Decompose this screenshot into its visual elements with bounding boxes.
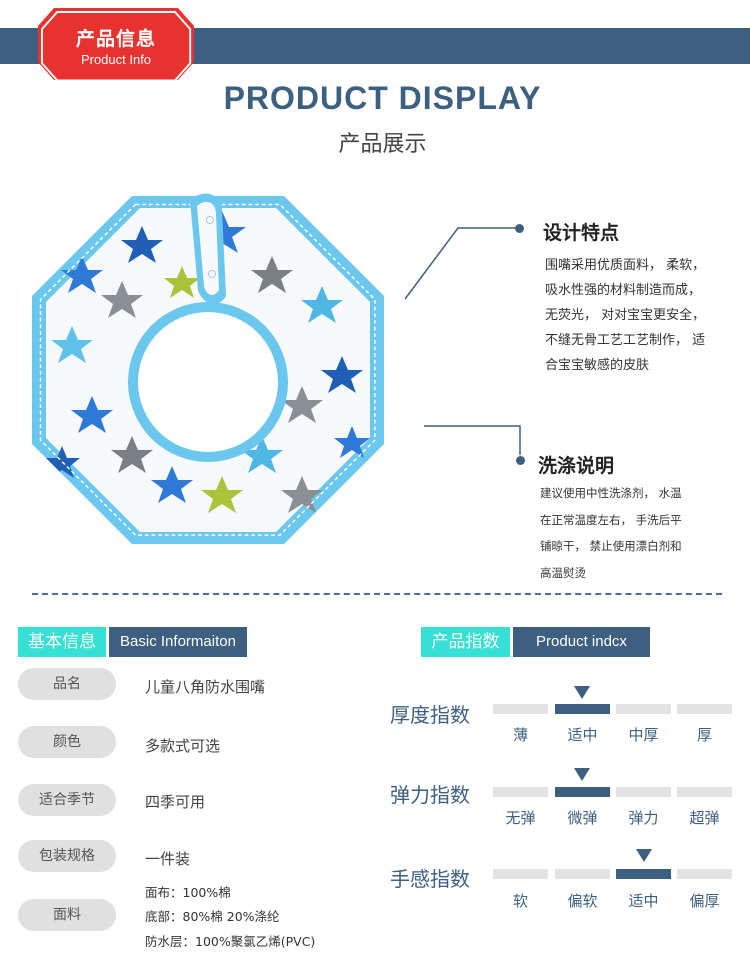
spec-key-color: 颜色 [18, 726, 116, 758]
thickness-scale-segment [616, 704, 671, 714]
thickness-scale-segment-selected [555, 704, 610, 714]
thickness-scale-segment [493, 704, 548, 714]
elasticity-option: 微弹 [567, 809, 598, 827]
handfeel-scale-segment [677, 869, 732, 879]
design-line: 合宝宝敏感的皮肤 [545, 358, 650, 373]
selected-arrow-icon [574, 768, 590, 781]
handfeel-option: 软 [512, 892, 528, 910]
handfeel-scale-segment [493, 869, 548, 879]
spec-key-name: 品名 [18, 668, 116, 700]
wash-line: 在正常温度左右， 手洗后平 [540, 512, 682, 527]
badge-title-en: Product Info [80, 52, 152, 67]
elasticity-scale-segment [616, 787, 671, 797]
elasticity-scale-segment [677, 787, 732, 797]
design-line: 不缝无骨工艺工艺制作， 适 [545, 333, 706, 348]
wash-line: 铺晾干， 禁止使用漂白剂和 [540, 539, 682, 553]
handfeel-index-label: 手感指数 [390, 867, 470, 891]
design-line: 围嘴采用优质面料， 柔软， [545, 258, 706, 273]
handfeel-scale-segment [555, 869, 610, 879]
wash-line: 建议使用中性洗涤剂， 水温 [540, 486, 682, 500]
thickness-option: 厚 [696, 726, 712, 744]
product-index-label-en: Product indcx [513, 627, 650, 657]
handfeel-option: 偏软 [567, 892, 598, 910]
basic-info-label-en: Basic Informaiton [109, 627, 247, 657]
wash-bullet-dot [516, 456, 525, 465]
spec-key-season: 适合季节 [18, 784, 116, 816]
handfeel-option: 偏厚 [689, 892, 720, 910]
handfeel-scale-segment-selected [616, 869, 671, 879]
spec-value-fabric-line: 防水层：100%聚氯乙烯(PVC) [145, 934, 316, 949]
design-line: 无荧光， 对对宝宝更安全， [545, 308, 706, 323]
spec-value-fabric-line: 底部：80%棉 20%涤纶 [145, 909, 280, 924]
design-line: 吸水性强的材料制造而成， [545, 283, 702, 298]
handfeel-option: 适中 [628, 892, 659, 910]
design-description: 围嘴采用优质面料， 柔软， 吸水性强的材料制造而成， 无荧光， 对对宝宝更安全，… [545, 253, 705, 378]
spec-value-season: 四季可用 [145, 793, 206, 811]
design-bullet-dot [515, 224, 524, 233]
product-index-label-cn: 产品指数 [421, 627, 510, 657]
elasticity-option: 弹力 [628, 809, 659, 827]
spec-value-name: 儿童八角防水围嘴 [145, 678, 266, 696]
basic-info-label-cn: 基本信息 [18, 627, 106, 657]
wash-title: 洗涤说明 [538, 455, 615, 477]
badge-title-cn: 产品信息 [75, 28, 156, 50]
page-title-en: PRODUCT DISPLAY [223, 80, 542, 116]
bib-product-image [32, 193, 384, 544]
spec-value-package: 一件装 [145, 850, 191, 868]
page-title-cn: 产品展示 [338, 132, 427, 157]
elasticity-index-label: 弹力指数 [390, 783, 470, 807]
elasticity-option: 无弹 [505, 809, 536, 827]
thickness-option: 中厚 [628, 726, 659, 744]
thickness-index-label: 厚度指数 [390, 703, 470, 727]
selected-arrow-icon [574, 686, 590, 699]
section-divider [32, 593, 722, 595]
spec-value-color: 多款式可选 [145, 737, 221, 755]
elasticity-scale-segment-selected [555, 787, 610, 797]
spec-key-package: 包装规格 [18, 840, 116, 872]
spec-key-fabric: 面料 [18, 899, 116, 931]
thickness-option: 适中 [567, 726, 598, 744]
design-title: 设计特点 [543, 222, 620, 244]
product-info-badge [38, 8, 194, 80]
wash-line: 高温熨烫 [540, 565, 586, 580]
annotation-connectors [404, 227, 521, 455]
selected-arrow-icon [636, 849, 652, 862]
elasticity-scale-segment [493, 787, 548, 797]
thickness-scale-segment [677, 704, 732, 714]
elasticity-option: 超弹 [689, 809, 720, 827]
spec-value-fabric-line: 面布：100%棉 [145, 885, 231, 900]
wash-description: 建议使用中性洗涤剂， 水温 在正常温度左右， 手洗后平 铺晾干， 禁止使用漂白剂… [540, 480, 682, 586]
thickness-option: 薄 [512, 726, 528, 744]
